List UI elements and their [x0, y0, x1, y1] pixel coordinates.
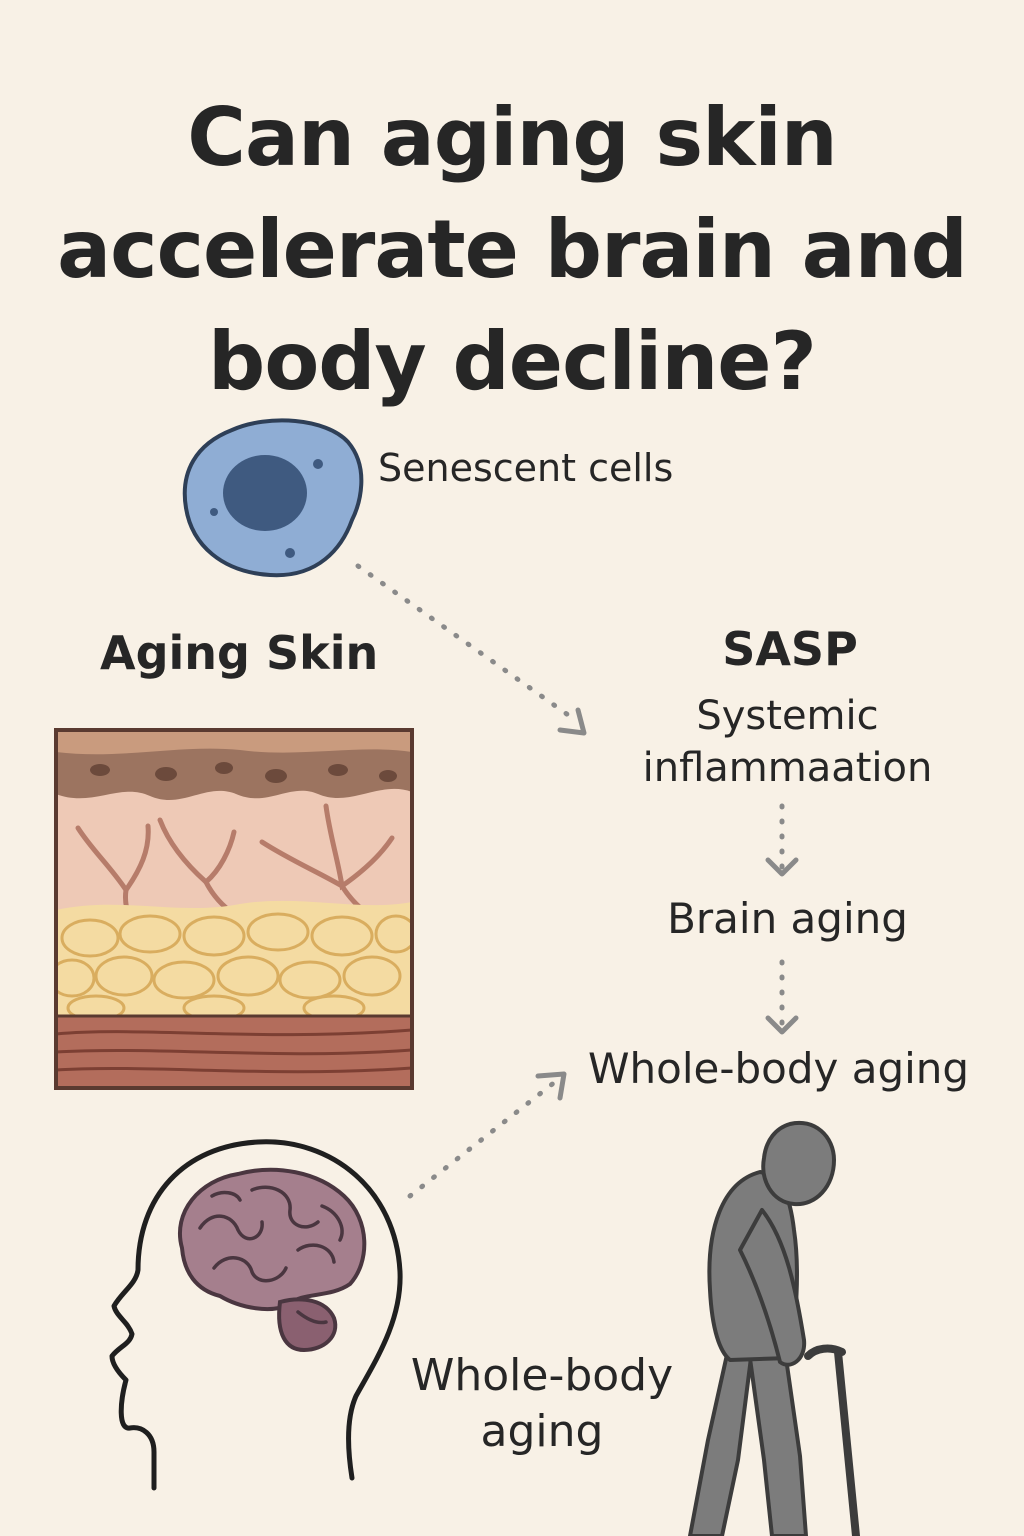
head-brain-icon — [109, 1139, 403, 1491]
whole-body-aging-caption: Whole-body aging — [392, 1348, 692, 1460]
arrow-sasp-to-brain — [765, 803, 799, 877]
whole-body-caption-line-1: Whole-body — [410, 1350, 674, 1401]
arrow-cells-to-sasp — [355, 563, 587, 736]
senescent-cells-label: Senescent cells — [378, 446, 674, 490]
systemic-inflammation-label: Systemic inflammaation — [620, 690, 955, 794]
aging-skin-label: Aging Skin — [100, 626, 379, 680]
skin-cross-section-icon — [54, 728, 414, 1090]
page-title: Can aging skin accelerate brain and body… — [0, 82, 1024, 418]
arrow-brain-to-whole-body — [765, 959, 799, 1035]
whole-body-caption-line-2: aging — [480, 1406, 604, 1457]
whole-body-aging-label: Whole-body aging — [588, 1044, 970, 1093]
systemic-line-1: Systemic — [696, 693, 879, 739]
sasp-label: SASP — [722, 622, 858, 676]
title-line-3: body decline? — [208, 315, 817, 408]
elderly-person-with-cane-icon — [688, 1120, 860, 1536]
arrow-head-to-whole-body — [407, 1071, 567, 1199]
systemic-line-2: inflammaation — [642, 745, 933, 791]
title-line-1: Can aging skin — [187, 91, 837, 184]
brain-aging-label: Brain aging — [667, 894, 908, 943]
senescent-cell-icon — [182, 418, 364, 578]
title-line-2: accelerate brain and — [57, 203, 968, 296]
